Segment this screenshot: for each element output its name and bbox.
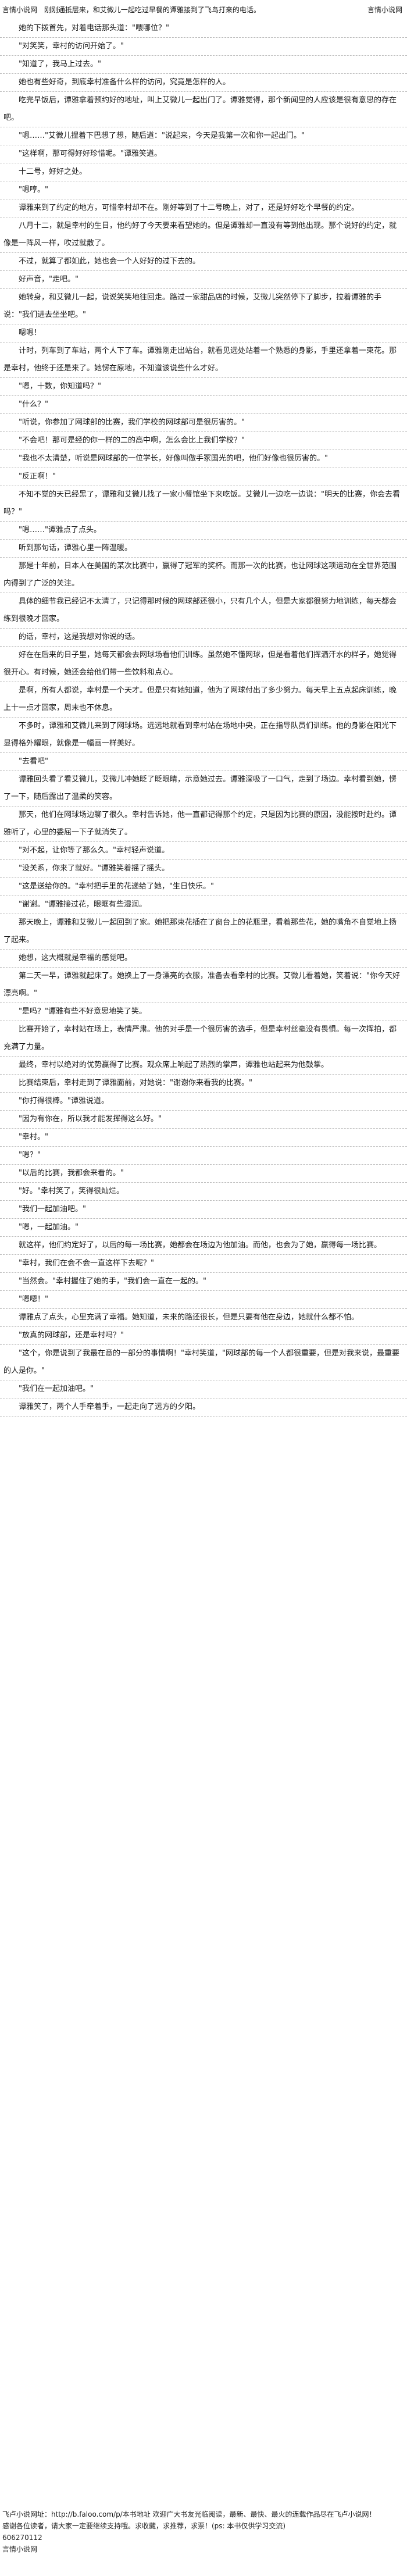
site-name-right[interactable]: 言情小说网	[367, 6, 402, 14]
paragraph: "没关系，你来了就好。"谭雅笑着摇了摇头。	[0, 860, 407, 878]
paragraph: 那是十年前，日本人在美国的某次比赛中，赢得了冠军的奖杯。而那一次的比赛，也让网球…	[0, 558, 407, 593]
paragraph: "嗯？"	[0, 1147, 407, 1165]
paragraph: 比赛结束后，幸村走到了谭雅面前，对她说："谢谢你来看我的比赛。"	[0, 1075, 407, 1093]
paragraph: 谭雅点了点头，心里充满了幸福。她知道，未来的路还很长，但是只要有他在身边，她就什…	[0, 1309, 407, 1327]
paragraph: "当然会。"幸村握住了她的手，"我们会一直在一起的。"	[0, 1273, 407, 1291]
footer-thanks: 感谢各位读者，请大家一定要继续支持哦。求收藏，求推荐，求票！(ps: 本书仅供学…	[2, 2522, 286, 2530]
chapter-body: 她的下拨首先，对着电话那头道："喂哪位？""对笑笑，幸村的访问开始了。""知道了…	[0, 20, 407, 2509]
paragraph: 八月十二，就是幸村的生日，他约好了今天要来看望她的。但是谭雅却一直没有等到他出现…	[0, 217, 407, 253]
paragraph: "不会吧！那可是经的你一样的二的高中啊，怎么会比上我们学校？"	[0, 432, 407, 450]
paragraph: 吃完早饭后，谭雅拿着预约好的地址，叫上艾微儿一起出门了。谭雅觉得，那个新闻里的人…	[0, 92, 407, 127]
paragraph: 计时，列车到了车站，两个人下了车。谭雅刚走出站台，就看见远处站着一个熟悉的身影，…	[0, 342, 407, 378]
paragraph: 最终，幸村以绝对的优势赢得了比赛。观众席上响起了热烈的掌声，谭雅也站起来为他鼓掌…	[0, 1057, 407, 1075]
footer-id: 606270112	[2, 2534, 42, 2542]
page-header: 言情小说网 刚刚通抵层来，和艾微儿一起吃过早餐的谭雅接到了飞鸟打来的电话。 言情…	[0, 0, 407, 20]
footer-site-link[interactable]: 飞卢小说网址：http://b.faloo.com/p/本书地址 欢迎广大书友光…	[2, 2510, 376, 2518]
paragraph: "幸村。"	[0, 1129, 407, 1147]
paragraph: 的话，幸村，这是我想对你说的话。	[0, 629, 407, 647]
paragraph: "因为有你在，所以我才能发挥得这么好。"	[0, 1111, 407, 1129]
paragraph: 就这样，他们约定好了，以后的每一场比赛，她都会在场边为他加油。而他，也会为了她，…	[0, 1237, 407, 1255]
paragraph: "对不起，让你等了那么久。"幸村轻声说道。	[0, 842, 407, 860]
paragraph: 比赛开始了，幸村站在场上，表情严肃。他的对手是一个很厉害的选手，但是幸村丝毫没有…	[0, 1021, 407, 1057]
paragraph: "嗯……"谭雅点了点头。	[0, 522, 407, 540]
paragraph: "知道了，我马上过去。"	[0, 56, 407, 74]
paragraph: 谭雅来到了约定的地方，可惜幸村却不在。刚好等到了十二号晚上，对了，还是好好吃个早…	[0, 199, 407, 217]
paragraph: 她也有些好奇，到底幸村准备什么样的访问，究竟是怎样的人。	[0, 74, 407, 92]
paragraph: "这是送给你的。"幸村把手里的花递给了她，"生日快乐。"	[0, 878, 407, 896]
paragraph: "我们一起加油吧。"	[0, 1201, 407, 1219]
paragraph: "嗯，一起加油。"	[0, 1219, 407, 1237]
paragraph: 谭雅笑了，两个人手牵着手，一起走向了远方的夕阳。	[0, 1398, 407, 1417]
paragraph: 那天，他们在网球场边聊了很久。幸村告诉她，他一直都记得那个约定，只是因为比赛的原…	[0, 807, 407, 842]
paragraph: 好在在后来的日子里，她每天都会去网球场看他们训练。虽然她不懂网球，但是看着他们挥…	[0, 647, 407, 682]
paragraph: "我也不太清楚，听说是网球部的一位学长，好像叫做手冢国光的吧，他们好像也很厉害的…	[0, 450, 407, 468]
paragraph: "幸村，我们在会不会一直这样下去呢？"	[0, 1255, 407, 1273]
paragraph: 嗯嗯！	[0, 324, 407, 342]
paragraph: "对笑笑，幸村的访问开始了。"	[0, 38, 407, 56]
paragraph: "你打得很棒。"谭雅说道。	[0, 1093, 407, 1111]
paragraph: "反正啊！"	[0, 468, 407, 486]
site-name-left[interactable]: 言情小说网	[2, 6, 38, 14]
paragraph: "谢谢。"谭雅接过花，眼眶有些湿润。	[0, 896, 407, 914]
chapter-headline: 刚刚通抵层来，和艾微儿一起吃过早餐的谭雅接到了飞鸟打来的电话。	[44, 6, 260, 14]
paragraph: "我们在一起加油吧。"	[0, 1380, 407, 1398]
paragraph: 谭雅回头看了看艾微儿，艾微儿冲她眨了眨眼睛，示意她过去。谭雅深吸了一口气，走到了…	[0, 771, 407, 807]
paragraph: "以后的比赛，我都会来看的。"	[0, 1165, 407, 1183]
paragraph: 十二号，好好之处。	[0, 163, 407, 181]
paragraph: 不多时，谭雅和艾微儿来到了网球场。远远地就看到幸村站在场地中央，正在指导队员们训…	[0, 718, 407, 753]
paragraph: "听说，你参加了网球部的比赛，我们学校的网球部可是很厉害的。"	[0, 414, 407, 432]
paragraph: 那天晚上，谭雅和艾微儿一起回到了家。她把那束花插在了窗台上的花瓶里，看着那些花，…	[0, 914, 407, 950]
page-footer: 飞卢小说网址：http://b.faloo.com/p/本书地址 欢迎广大书友光…	[0, 2509, 407, 2576]
paragraph: "什么？"	[0, 396, 407, 414]
footer-site-name[interactable]: 言情小说网	[2, 2545, 38, 2553]
paragraph: "放真的网球部，还是幸村吗？"	[0, 1327, 407, 1345]
paragraph: "嗯嗯！"	[0, 1291, 407, 1309]
paragraph: 具体的细节我已经记不太清了，只记得那时候的网球部还很小，只有几个人，但是大家都很…	[0, 593, 407, 629]
paragraph: 她想，这大概就是幸福的感觉吧。	[0, 950, 407, 968]
paragraph: 不过，就算了都如此，她也会一个人好好的过下去的。	[0, 253, 407, 271]
paragraph: "是吗？"谭雅有些不好意思地笑了笑。	[0, 1003, 407, 1021]
paragraph: "这样啊，那可得好好珍惜呢。"谭雅笑道。	[0, 145, 407, 163]
paragraph: 是啊，所有人都说，幸村是一个天才。但是只有她知道，他为了网球付出了多少努力。每天…	[0, 682, 407, 718]
paragraph: "嗯哼。"	[0, 181, 407, 199]
paragraph: "嗯，十数，你知道吗？"	[0, 378, 407, 396]
paragraph: 不知不觉的天已经黑了，谭雅和艾微儿找了一家小餐馆坐下来吃饭。艾微儿一边吃一边说：…	[0, 486, 407, 522]
paragraph: "嗯……"艾微儿捏着下巴想了想，随后道："说起来，今天是我第一次和你一起出门。"	[0, 127, 407, 145]
paragraph: 听到那句话，谭雅心里一阵温暖。	[0, 540, 407, 558]
paragraph: "好。"幸村笑了，笑得很灿烂。	[0, 1183, 407, 1201]
paragraph: 她转身，和艾微儿一起，说说笑笑地往回走。路过一家甜品店的时候，艾微儿突然停下了脚…	[0, 289, 407, 324]
paragraph: "去看吧"	[0, 753, 407, 771]
paragraph: 第二天一早，谭雅就起床了。她换上了一身漂亮的衣服，准备去看幸村的比赛。艾微儿看着…	[0, 968, 407, 1003]
paragraph: 她的下拨首先，对着电话那头道："喂哪位？"	[0, 20, 407, 38]
paragraph: "这个，你是说到了我最在意的一部分的事情啊！"幸村笑道，"网球部的每一个人都很重…	[0, 1345, 407, 1380]
paragraph: 好声音，"走吧。"	[0, 271, 407, 289]
